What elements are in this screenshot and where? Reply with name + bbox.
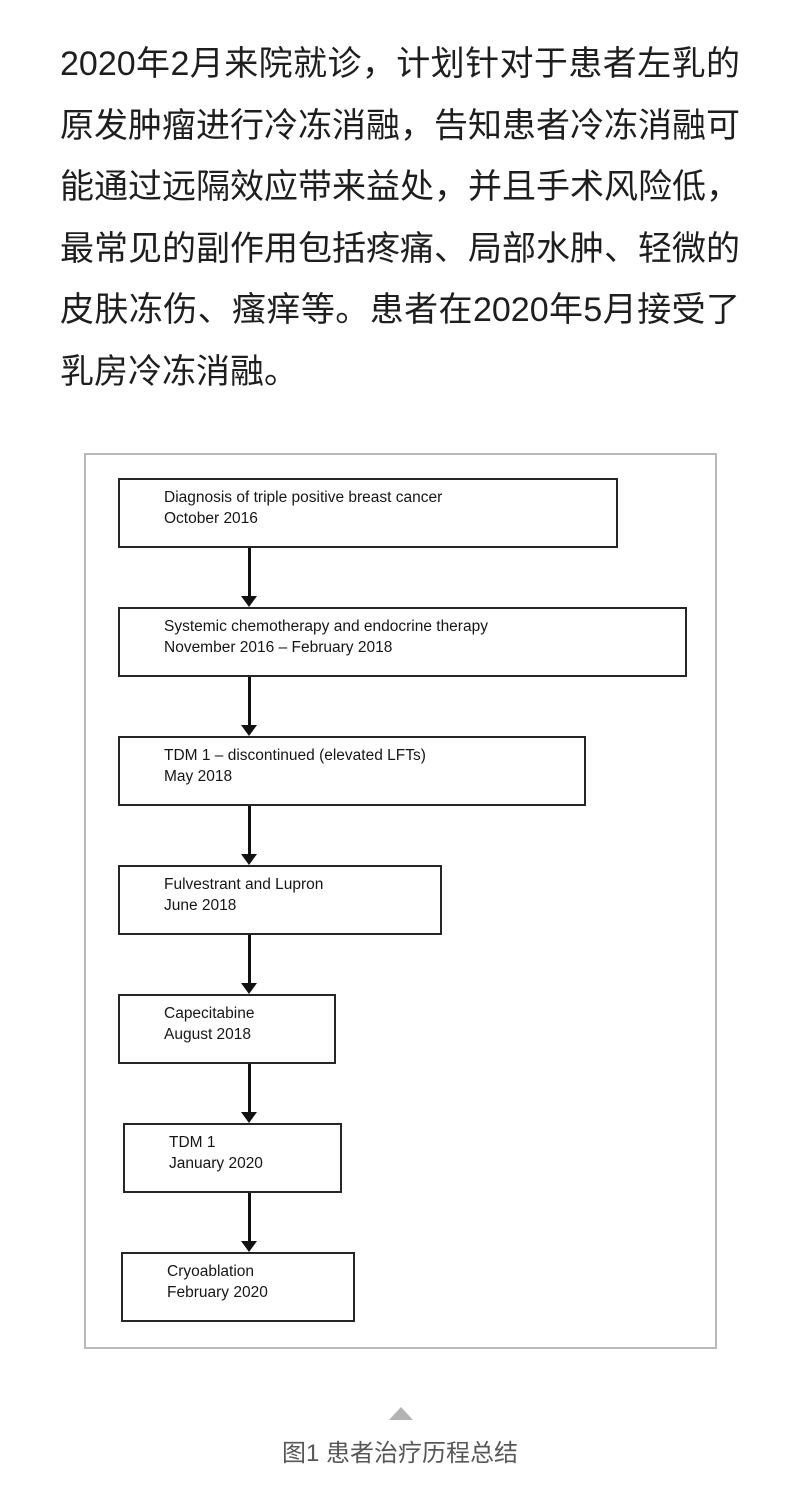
flow-step-cryoablation: Cryoablation February 2020 — [121, 1252, 355, 1322]
intro-line: 最常见的副作用包括疼痛、局部水肿、轻微的 — [60, 229, 740, 268]
intro-line: 皮肤冻伤、瘙痒等。患者在2020年5月接受了 — [60, 291, 740, 329]
arrow-head-icon — [241, 596, 257, 607]
flow-step-title: Systemic chemotherapy and endocrine ther… — [164, 618, 488, 635]
flow-arrow — [241, 677, 257, 736]
flow-step-chemotherapy: Systemic chemotherapy and endocrine ther… — [118, 607, 687, 677]
flow-step-title: Cryoablation — [167, 1263, 255, 1280]
figure-caption: 图1 患者治疗历程总结 — [281, 1440, 518, 1467]
arrow-shaft — [247, 806, 251, 856]
intro-line: 2020年2月来院就诊，计划针对于患者左乳的 — [60, 45, 740, 83]
flow-step-title: Capecitabine — [164, 1005, 255, 1022]
arrow-shaft — [247, 1064, 251, 1114]
flow-step-date: June 2018 — [164, 897, 237, 914]
arrow-shaft — [247, 935, 251, 985]
intro-line: 原发肿瘤进行冷冻消融，告知患者冷冻消融可 — [60, 106, 740, 145]
flow-step-title: Fulvestrant and Lupron — [164, 876, 324, 893]
flow-step-date: May 2018 — [164, 768, 233, 785]
flow-step-title: Diagnosis of triple positive breast canc… — [164, 489, 443, 506]
arrow-head-icon — [241, 1241, 257, 1252]
collapse-triangle-icon[interactable] — [389, 1407, 413, 1420]
arrow-shaft — [247, 548, 251, 598]
flow-arrow — [241, 1064, 257, 1123]
flow-step-tdm1: TDM 1 January 2020 — [123, 1123, 342, 1193]
flow-arrow — [241, 806, 257, 865]
intro-line: 能通过远隔效应带来益处，并且手术风险低， — [60, 168, 740, 206]
intro-line: 乳房冷冻消融。 — [60, 352, 298, 391]
flow-step-diagnosis: Diagnosis of triple positive breast canc… — [118, 478, 618, 548]
flow-arrow — [241, 935, 257, 994]
flow-step-date: October 2016 — [164, 510, 258, 527]
arrow-head-icon — [241, 725, 257, 736]
arrow-head-icon — [241, 983, 257, 994]
flow-step-capecitabine: Capecitabine August 2018 — [118, 994, 336, 1064]
arrow-shaft — [247, 677, 251, 727]
flow-step-date: November 2016 – February 2018 — [164, 639, 393, 656]
arrow-shaft — [247, 1193, 251, 1243]
arrow-head-icon — [241, 1112, 257, 1123]
flow-step-tdm1-discontinued: TDM 1 – discontinued (elevated LFTs) May… — [118, 736, 586, 806]
flow-step-date: February 2020 — [167, 1284, 268, 1301]
flow-arrow — [241, 1193, 257, 1252]
flow-step-date: August 2018 — [164, 1026, 252, 1043]
flow-step-title: TDM 1 — [169, 1134, 216, 1151]
intro-paragraph: 2020年2月来院就诊，计划针对于患者左乳的 原发肿瘤进行冷冻消融，告知患者冷冻… — [60, 34, 740, 403]
arrow-head-icon — [241, 854, 257, 865]
flow-step-title: TDM 1 – discontinued (elevated LFTs) — [164, 747, 426, 764]
flow-arrow — [241, 548, 257, 607]
flow-step-fulvestrant-lupron: Fulvestrant and Lupron June 2018 — [118, 865, 442, 935]
flow-step-date: January 2020 — [169, 1155, 263, 1172]
